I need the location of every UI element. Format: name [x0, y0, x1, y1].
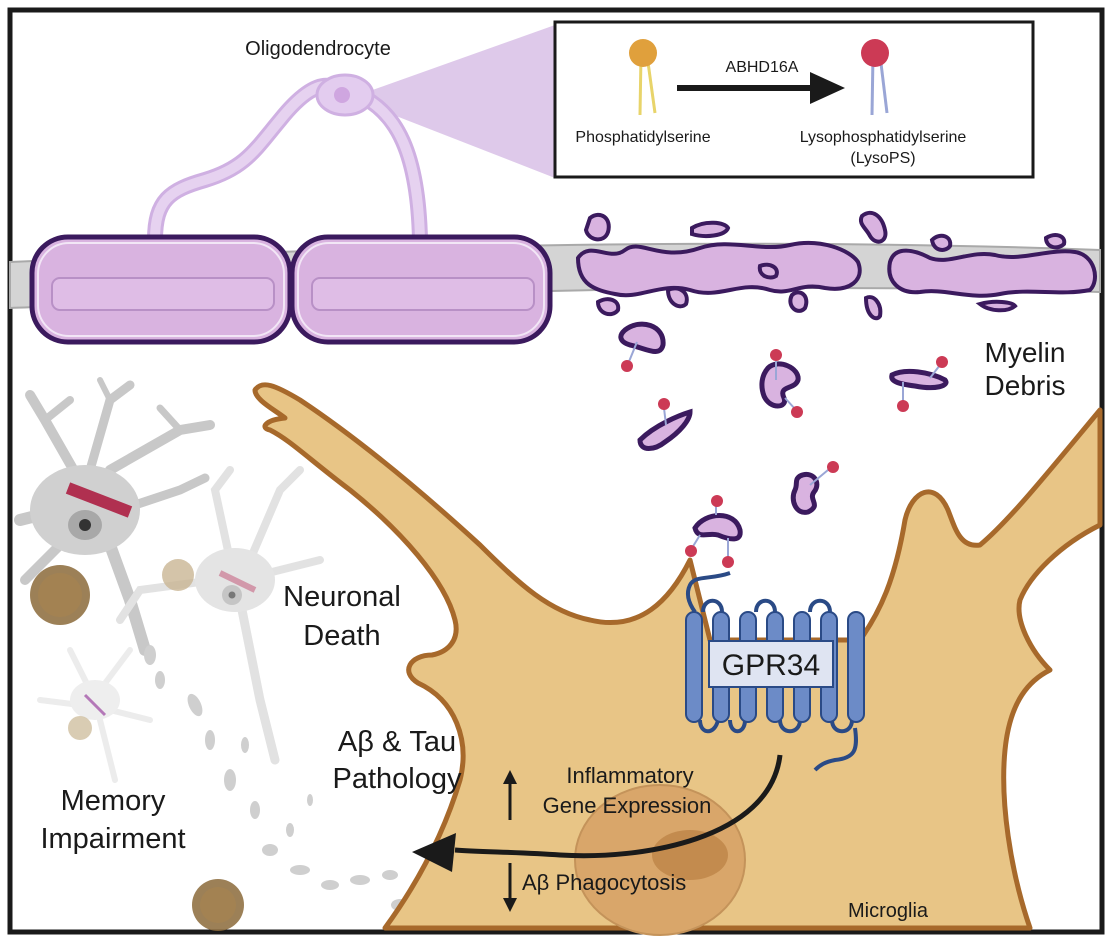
tau-aggregate [218, 570, 257, 593]
neuron-nucleolus [79, 519, 91, 531]
amyloid-plaque [162, 559, 194, 591]
tau-aggregate [83, 693, 107, 717]
neuron-faded [37, 647, 153, 783]
neuron-healthy [14, 377, 215, 656]
debris-fragment [618, 321, 666, 372]
microglia-label: Microglia [848, 900, 929, 922]
neuron-nucleolus [228, 591, 236, 599]
inset-reaction: ABHD16A Phosphatidylserine Lysophosphati… [553, 20, 1035, 179]
amyloid-plaque [200, 887, 236, 923]
substrate-label: Phosphatidylserine [575, 129, 710, 146]
enzyme-label: ABHD16A [726, 59, 799, 76]
memory-label-line2: Impairment [40, 823, 185, 855]
myelin-debris-label-line1: Myelin [985, 337, 1066, 368]
gpr34-receptor: GPR34 [685, 571, 865, 772]
debris-fragment [685, 495, 743, 568]
amyloid-plaque [68, 716, 92, 740]
gpr34-label: GPR34 [722, 649, 820, 682]
zoom-cone [350, 25, 555, 178]
oligodendrocyte-label: Oligodendrocyte [245, 38, 391, 60]
amyloid-plaque [38, 573, 82, 617]
neuronal-death-label-line1: Neuronal [283, 581, 401, 613]
signaling-arrowhead [412, 833, 456, 872]
product-label-line2: (LysoPS) [850, 150, 915, 167]
reaction-arrowhead [810, 72, 845, 104]
inflammatory-label-line1: Inflammatory [566, 763, 693, 788]
lysops-head-icon [861, 39, 889, 67]
memory-label-line1: Memory [61, 785, 166, 817]
down-arrow-icon [503, 863, 517, 912]
pathology-label-line1: Aβ & Tau [338, 726, 456, 758]
microglia-cell [252, 382, 1103, 931]
inflammatory-label-line2: Gene Expression [543, 793, 712, 818]
myelin-sheath-2 [289, 234, 553, 345]
tau-aggregate [65, 482, 133, 518]
axon-fragments [144, 645, 409, 911]
debris-fragment [637, 398, 693, 451]
debris-fragment [790, 461, 839, 515]
up-arrow-icon [503, 770, 517, 820]
myelin-debris [618, 321, 949, 568]
gpr34-label-box [708, 640, 834, 688]
debris-fragment [889, 356, 949, 412]
oligodendrocyte-nucleus [334, 87, 350, 103]
pathology-label-line2: Pathology [333, 763, 462, 795]
phagocytosis-label: Aβ Phagocytosis [522, 870, 686, 895]
phosphatidylserine-head-icon [629, 39, 657, 67]
neuronal-death-label-line2: Death [303, 620, 380, 652]
signaling-arrow [454, 754, 783, 859]
debris-fragment [759, 349, 803, 418]
neurons [14, 377, 409, 931]
microglia-nucleolus [652, 830, 728, 880]
oligodendrocyte [147, 73, 428, 248]
myelin-sheath-1 [29, 234, 293, 345]
degraded-myelin [575, 210, 1097, 321]
myelin-debris-label-line2: Debris [985, 370, 1066, 401]
product-label-line1: Lysophosphatidylserine [800, 129, 967, 146]
inset-box [553, 20, 1035, 179]
